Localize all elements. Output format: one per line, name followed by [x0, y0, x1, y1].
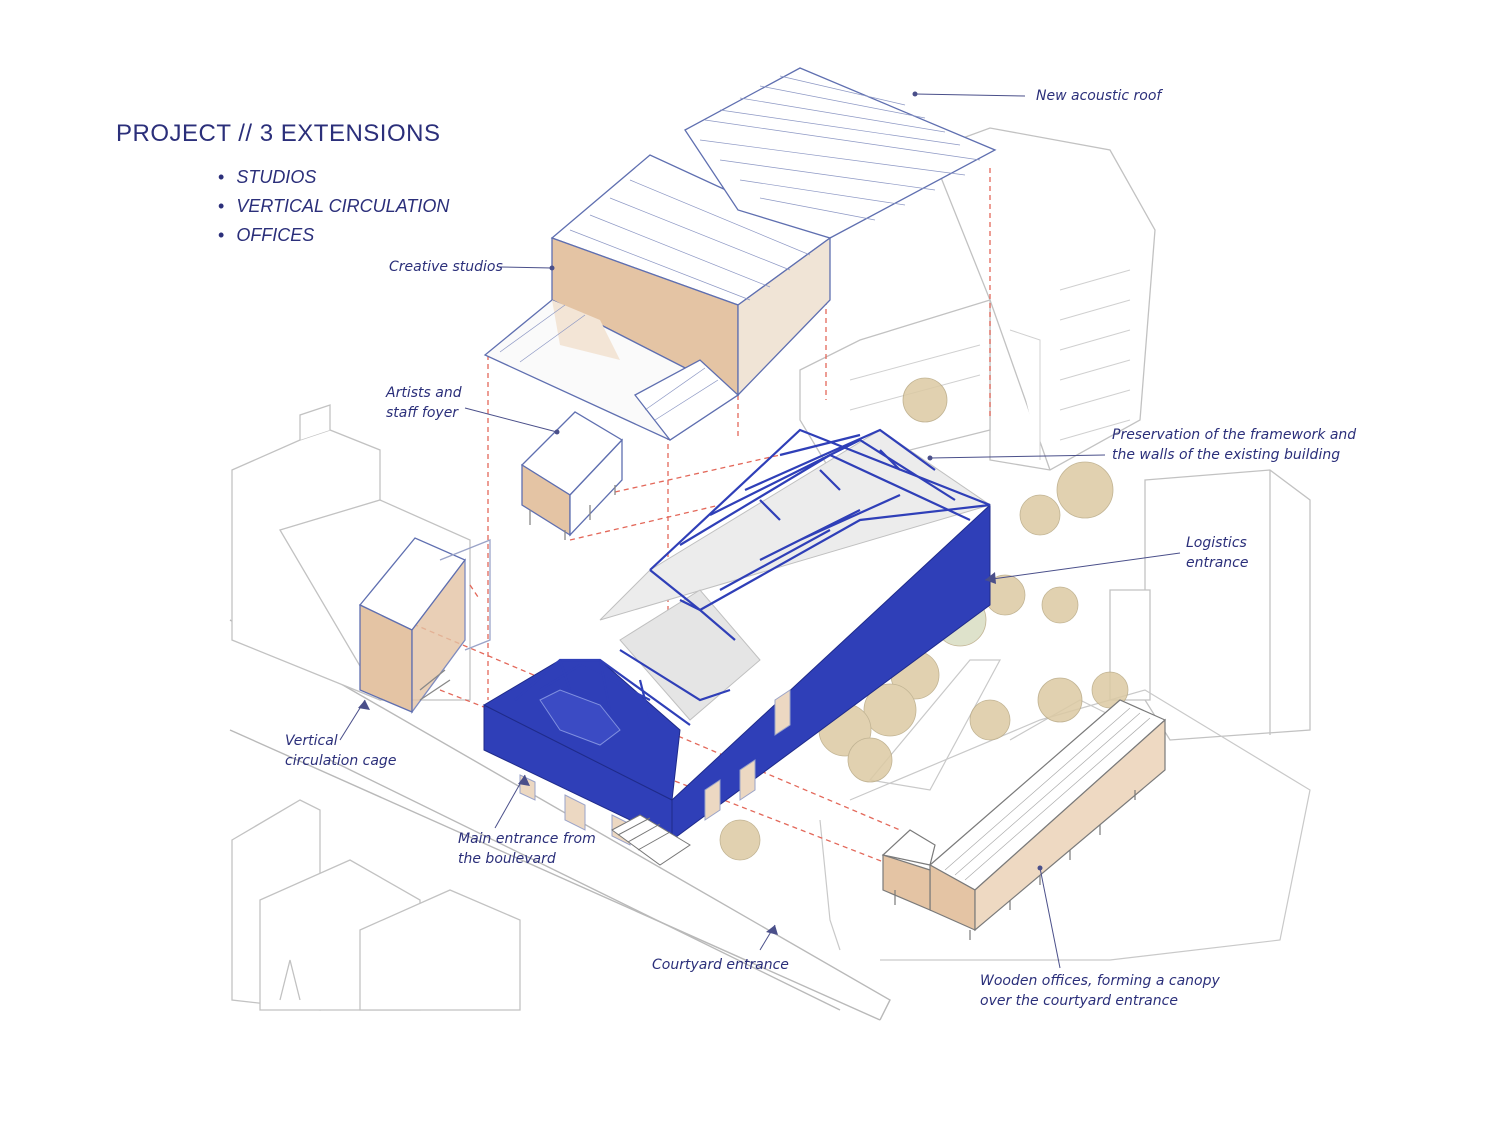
label-wooden-offices-line1: Wooden offices, forming a canopy [980, 973, 1220, 989]
label-logistics-line2: entrance [1186, 555, 1249, 571]
label-wooden-offices: Wooden offices, forming a canopy over th… [980, 971, 1220, 1011]
label-artists-foyer-line1: Artists and [386, 385, 462, 401]
label-creative-studios: Creative studios [389, 259, 503, 275]
label-preservation-line2: the walls of the existing building [1112, 447, 1341, 463]
street-lines [229, 619, 891, 1021]
extension-list: STUDIOS VERTICAL CIRCULATION OFFICES [218, 163, 449, 250]
label-logistics-line1: Logistics [1186, 535, 1247, 551]
label-main-entrance: Main entrance from the boulevard [458, 829, 596, 869]
roof-module [483, 67, 997, 441]
label-vertical-line1: Vertical [285, 733, 338, 749]
wooden-offices [881, 699, 1167, 940]
label-preservation-line1: Preservation of the framework and [1112, 427, 1357, 443]
existing-building [482, 428, 992, 866]
label-wooden-offices-line2: over the courtyard entrance [980, 993, 1178, 1009]
bullet-studios: STUDIOS [218, 163, 449, 192]
guide-lines [379, 168, 991, 881]
bullet-offices: OFFICES [218, 221, 449, 250]
context-buildings-left [231, 404, 521, 1011]
label-main-entrance-line2: the boulevard [458, 851, 556, 867]
label-logistics-entrance: Logistics entrance [1186, 533, 1249, 573]
label-artists-foyer-line2: staff foyer [386, 405, 459, 421]
label-artists-foyer: Artists and staff foyer [386, 383, 462, 423]
context-apartment-block [799, 127, 1311, 741]
label-courtyard-entrance: Courtyard entrance [652, 957, 789, 973]
foyer-box [520, 411, 624, 540]
label-vertical-circulation-cage: Vertical circulation cage [285, 731, 396, 771]
label-main-entrance-line1: Main entrance from [458, 831, 596, 847]
trees [719, 377, 1129, 861]
bullet-vertical-circulation: VERTICAL CIRCULATION [218, 192, 449, 221]
leader-dots [358, 91, 1043, 935]
circulation-cage [358, 537, 491, 714]
label-vertical-line2: circulation cage [285, 753, 397, 769]
label-new-acoustic-roof: New acoustic roof [1036, 88, 1162, 104]
project-title: PROJECT // 3 EXTENSIONS [116, 120, 441, 147]
label-preservation: Preservation of the framework and the wa… [1112, 425, 1356, 465]
